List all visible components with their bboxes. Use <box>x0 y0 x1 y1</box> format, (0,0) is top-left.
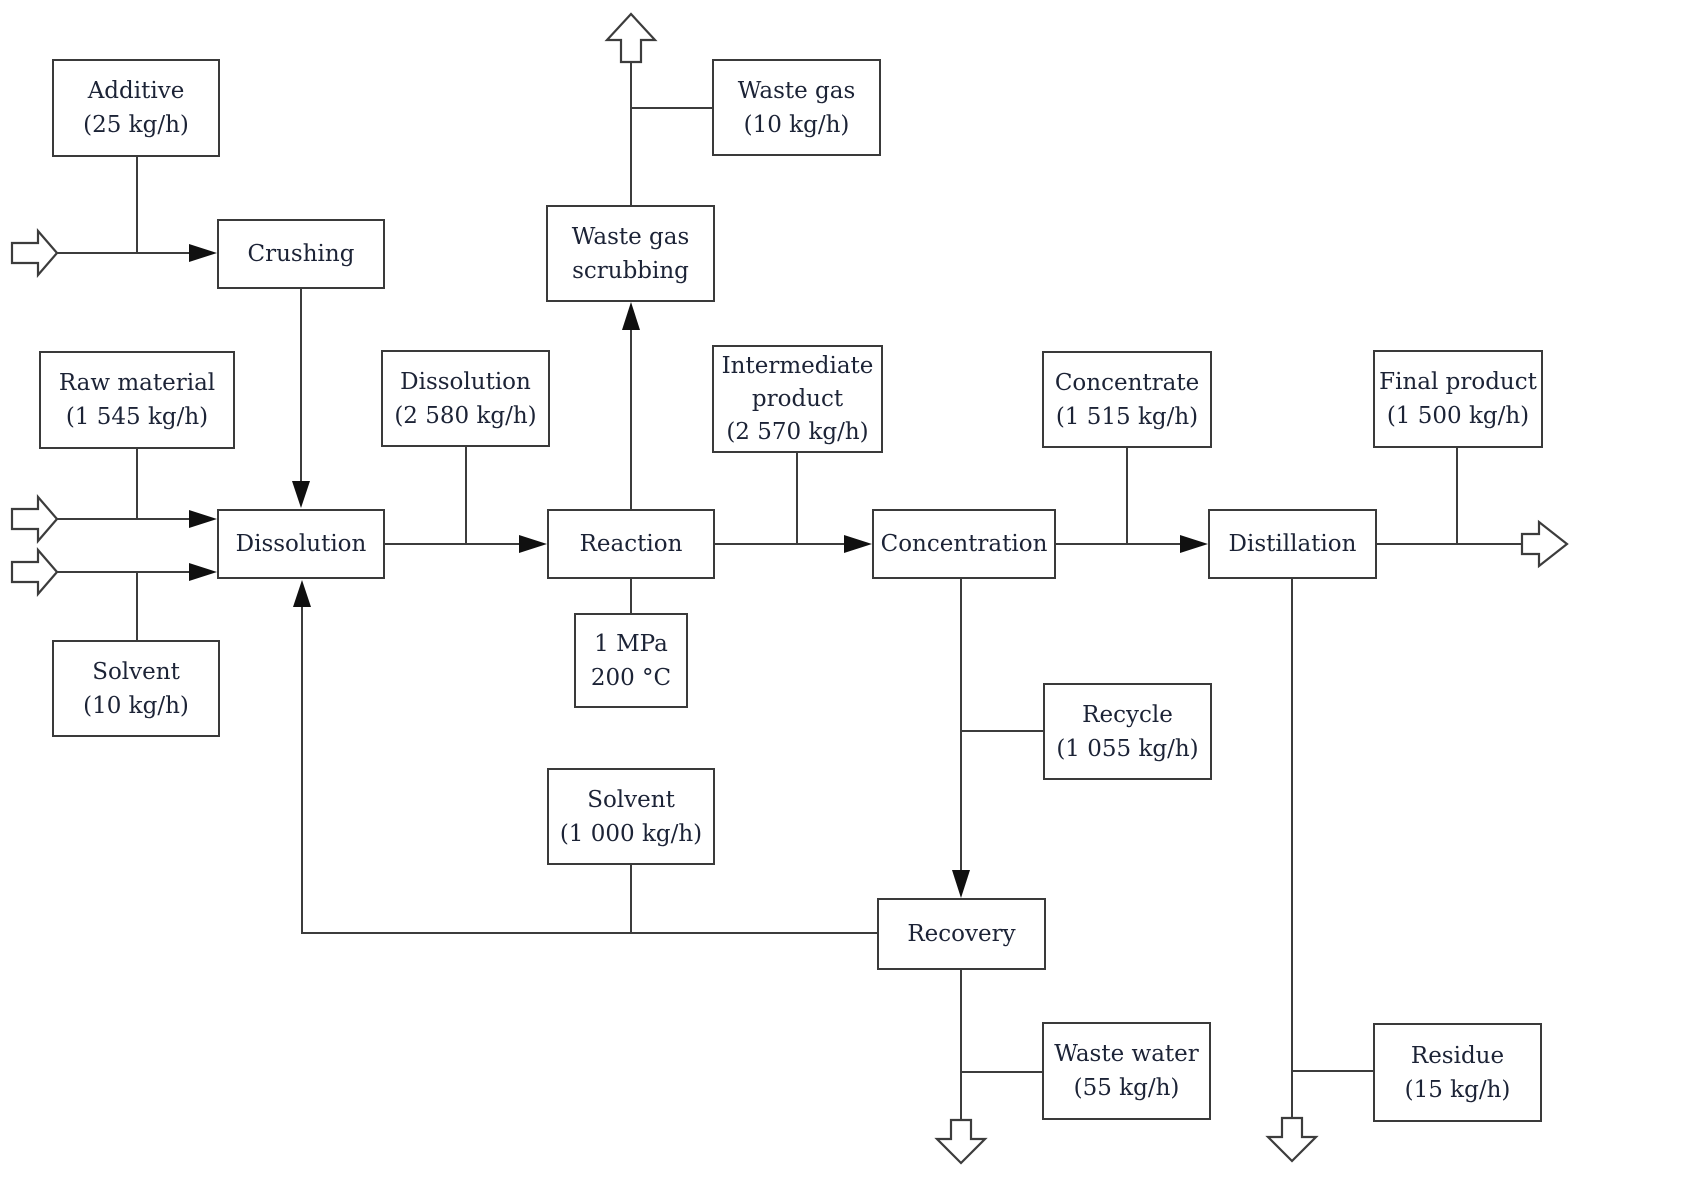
label-box-solvent-recovered: Solvent (1 000 kg/h) <box>547 768 715 865</box>
process-label: Crushing <box>247 241 355 267</box>
output-arrow-waste-gas-vent <box>604 12 658 64</box>
flow-recycle-return <box>301 607 877 934</box>
label-box-recycle: Recycle (1 055 kg/h) <box>1043 683 1212 780</box>
stream-rate: (2 570 kg/h) <box>726 418 869 445</box>
process-box-recovery: Recovery <box>877 898 1046 970</box>
stream-rate: (1 500 kg/h) <box>1386 403 1530 429</box>
input-arrow-rawmaterial-feed <box>10 494 59 544</box>
process-label: Concentration <box>880 531 1048 557</box>
label-box-residue: Residue (15 kg/h) <box>1373 1023 1542 1122</box>
stream-name: product <box>751 385 844 412</box>
arrowhead-into-reaction <box>519 535 547 553</box>
stream-name: Concentrate <box>1054 369 1200 396</box>
arrowhead-crushing-to-dissolution <box>292 481 310 508</box>
process-box-reaction: Reaction <box>547 509 715 579</box>
label-box-concentrate: Concentrate (1 515 kg/h) <box>1042 351 1212 448</box>
process-box-concentration: Concentration <box>872 509 1056 579</box>
condition-pressure: 1 MPa <box>594 630 668 657</box>
process-label: Waste gas <box>571 223 690 250</box>
stream-rate: (1 545 kg/h) <box>65 404 209 430</box>
label-box-reaction-conditions: 1 MPa 200 °C <box>574 613 688 708</box>
process-label: Reaction <box>579 531 683 557</box>
arrowhead-into-crushing <box>189 244 217 262</box>
stream-name: Intermediate <box>721 352 874 379</box>
process-label: scrubbing <box>572 257 689 284</box>
arrowhead-into-dissolution-raw <box>189 510 217 528</box>
label-box-additive: Additive (25 kg/h) <box>52 59 220 157</box>
output-arrow-residue <box>1265 1116 1319 1163</box>
label-box-waste-gas: Waste gas (10 kg/h) <box>712 59 881 156</box>
label-box-raw-material: Raw material (1 545 kg/h) <box>39 351 235 449</box>
stream-name: Solvent <box>92 658 180 685</box>
process-box-dissolution: Dissolution <box>217 509 385 579</box>
output-arrow-waste-water <box>934 1118 988 1165</box>
stream-rate: (10 kg/h) <box>743 111 850 138</box>
stream-rate: (1 055 kg/h) <box>1056 735 1199 762</box>
stream-rate: (10 kg/h) <box>83 692 189 719</box>
stream-name: Final product <box>1379 369 1537 395</box>
label-box-intermediate-product: Intermediate product (2 570 kg/h) <box>712 345 883 453</box>
stream-name: Waste water <box>1054 1041 1199 1067</box>
condition-temperature: 200 °C <box>590 664 672 691</box>
input-arrow-solvent-feed <box>10 547 59 597</box>
stream-rate: (1 515 kg/h) <box>1055 403 1199 430</box>
input-arrow-crushing-feed <box>10 228 59 278</box>
process-label: Distillation <box>1228 531 1357 557</box>
output-arrow-final-product <box>1520 519 1569 569</box>
label-box-final-product: Final product (1 500 kg/h) <box>1373 350 1543 448</box>
process-box-distillation: Distillation <box>1208 509 1377 579</box>
arrowhead-into-recovery <box>952 870 970 898</box>
arrowhead-into-concentration <box>844 535 872 553</box>
stream-rate: (1 000 kg/h) <box>559 820 703 847</box>
stream-name: Residue <box>1410 1042 1505 1069</box>
stream-name: Recycle <box>1082 701 1173 728</box>
stream-name: Solvent <box>587 786 675 813</box>
arrowhead-into-distillation <box>1180 535 1208 553</box>
stream-rate: (55 kg/h) <box>1073 1075 1180 1101</box>
label-box-dissolution-stream: Dissolution (2 580 kg/h) <box>381 350 550 447</box>
arrowhead-recycle-into-dissolution <box>293 580 311 607</box>
arrowhead-into-dissolution-solvent <box>189 563 217 581</box>
stream-rate: (15 kg/h) <box>1404 1076 1511 1103</box>
process-box-crushing: Crushing <box>217 219 385 289</box>
arrowhead-into-scrubbing <box>622 302 640 330</box>
label-box-solvent-feed: Solvent (10 kg/h) <box>52 640 220 737</box>
stream-name: Waste gas <box>737 77 856 104</box>
stream-name: Additive <box>87 78 185 104</box>
stream-rate: (2 580 kg/h) <box>394 402 537 429</box>
process-label: Recovery <box>907 921 1016 947</box>
label-box-waste-water: Waste water (55 kg/h) <box>1042 1022 1211 1120</box>
stream-name: Raw material <box>58 370 216 396</box>
stream-name: Dissolution <box>400 368 531 395</box>
stream-rate: (25 kg/h) <box>83 112 189 138</box>
process-box-waste-gas-scrubbing: Waste gas scrubbing <box>546 205 715 302</box>
process-label: Dissolution <box>235 531 367 557</box>
